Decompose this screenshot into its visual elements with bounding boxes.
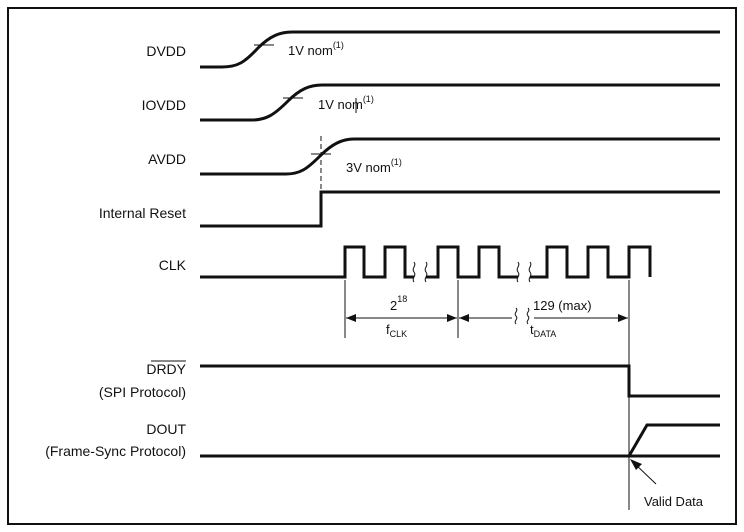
clk-waveform-left — [200, 245, 414, 279]
clk-waveform-middle — [426, 245, 518, 279]
diagram-frame — [7, 7, 737, 525]
data-delay-unit-symbol: t — [530, 322, 534, 337]
iovdd-waveform — [200, 83, 720, 122]
dout-protocol-label: (Frame-Sync Protocol) — [45, 443, 186, 459]
reset-delay-arrow-right — [447, 314, 457, 322]
dout-waveform-high — [627, 423, 720, 457]
clk-break-mark-1 — [412, 261, 428, 283]
iovdd-note-ref: (1) — [363, 94, 374, 104]
dvdd-threshold-annotation: 1V nom(1) — [288, 40, 344, 58]
reset-delay-numerator: 218 — [390, 294, 407, 313]
data-delay-unit: tDATA — [530, 322, 556, 339]
clk-waveform-right — [530, 245, 652, 279]
data-delay-count: 129 (max) — [533, 298, 592, 313]
reset-delay-denom-subscript: CLK — [390, 329, 408, 339]
dvdd-threshold-text: 1V nom — [288, 43, 333, 58]
dvdd-note-ref: (1) — [333, 40, 344, 50]
internal-reset-waveform — [200, 190, 720, 228]
internal-reset-label: Internal Reset — [99, 205, 186, 221]
clk-label: CLK — [159, 257, 187, 273]
data-delay-unit-subscript: DATA — [534, 329, 557, 339]
valid-data-arrowhead — [630, 459, 642, 470]
iovdd-threshold-text: 1V nom — [318, 97, 363, 112]
reset-delay-denom-symbol: f — [386, 322, 390, 337]
reset-delay-base: 2 — [390, 298, 397, 313]
drdy-waveform — [200, 364, 720, 398]
valid-data-label: Valid Data — [644, 494, 704, 509]
dvdd-label: DVDD — [146, 43, 186, 59]
avdd-threshold-annotation: 3V nom(1) — [346, 157, 402, 175]
reset-delay-arrow-left — [346, 314, 356, 322]
iovdd-threshold-annotation: 1V nom(1) — [318, 94, 374, 112]
data-delay-arrow-left — [459, 314, 469, 322]
dout-label: DOUT — [146, 421, 186, 437]
avdd-threshold-text: 3V nom — [346, 160, 391, 175]
reset-delay-denominator: fCLK — [386, 322, 407, 339]
avdd-note-ref: (1) — [391, 157, 402, 167]
data-delay-arrow-right — [618, 314, 628, 322]
dvdd-waveform — [200, 30, 720, 69]
iovdd-label: IOVDD — [142, 97, 186, 113]
avdd-label: AVDD — [148, 151, 186, 167]
drdy-label: DRDY — [146, 361, 186, 377]
clk-break-mark-2 — [516, 261, 532, 283]
drdy-protocol-label: (SPI Protocol) — [99, 384, 186, 400]
data-delay-break-mark — [514, 307, 530, 325]
reset-delay-exponent: 18 — [397, 294, 407, 304]
avdd-waveform — [200, 137, 720, 176]
data-delay-break-gap — [512, 313, 534, 323]
